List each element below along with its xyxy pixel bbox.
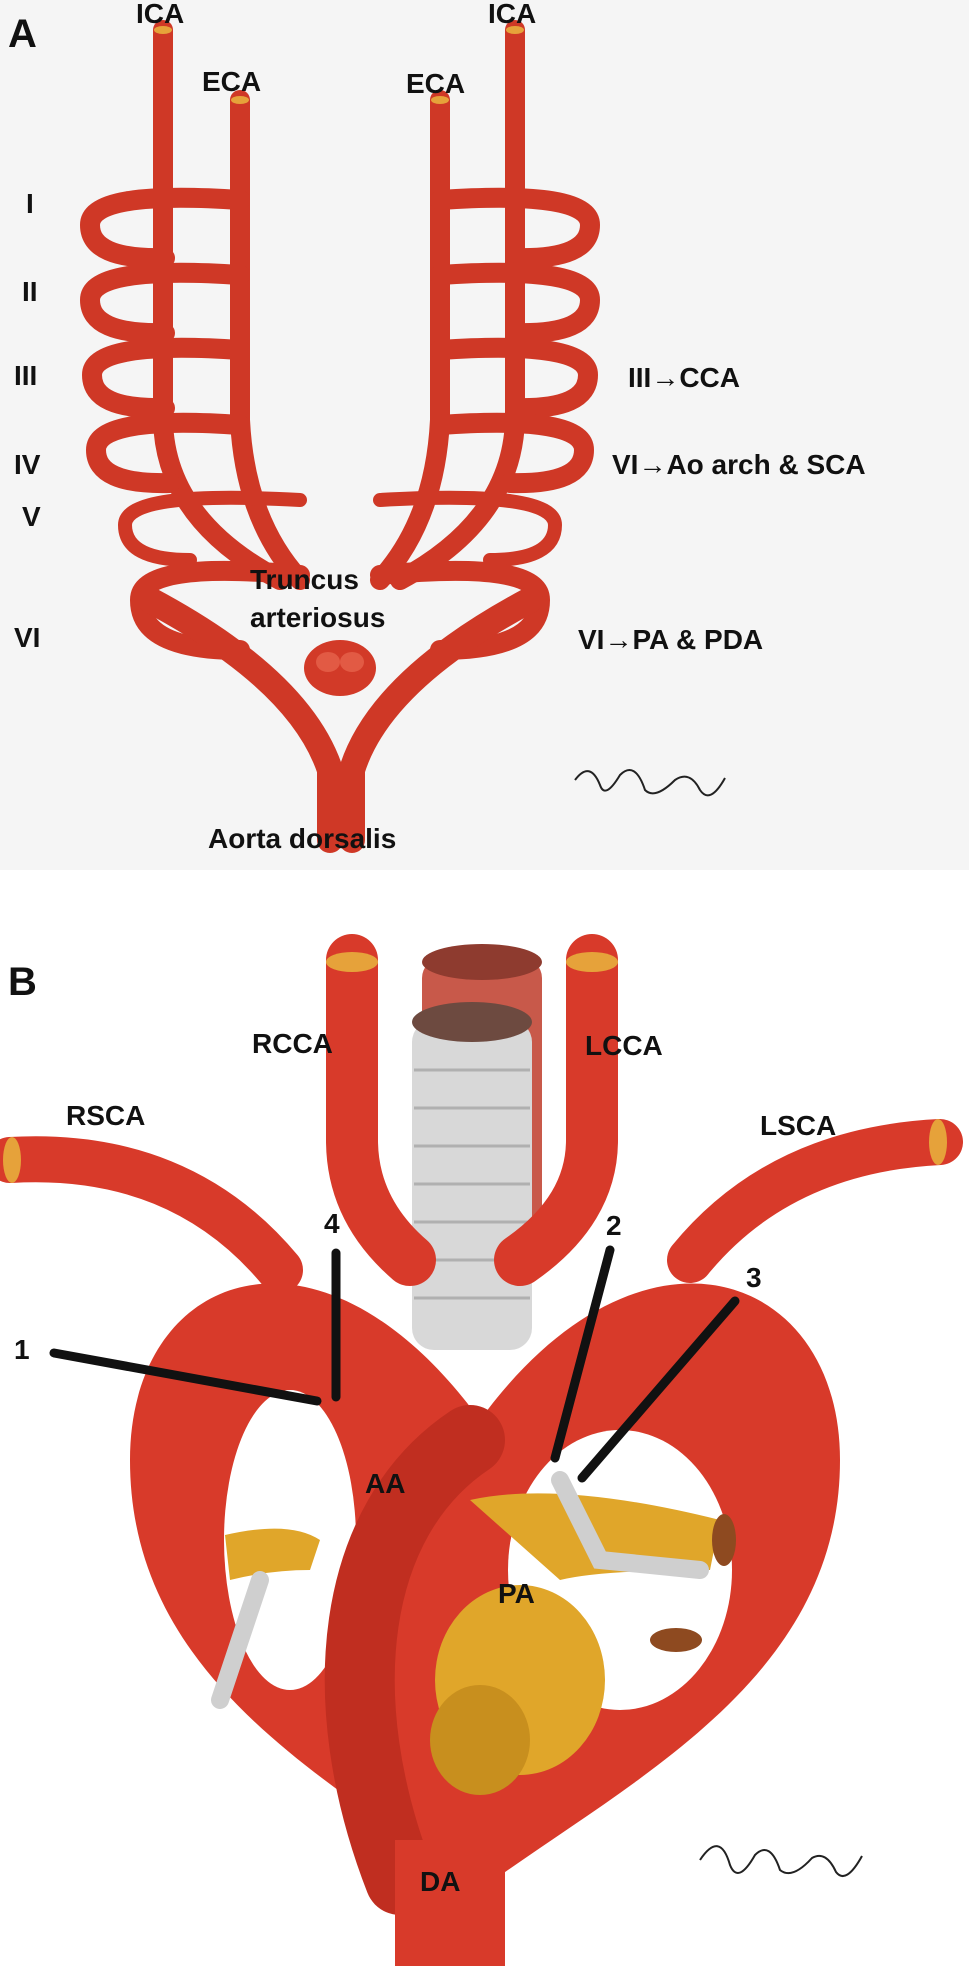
ica-left-label: ICA	[136, 0, 185, 29]
arch-numeral-2: II	[22, 276, 38, 307]
arch-5-left	[117, 490, 307, 567]
arch-3-left	[81, 337, 250, 419]
descending-aorta	[395, 1840, 505, 1966]
pointer-line-3	[577, 1296, 740, 1483]
panel-a: A ICA ICA ECA ECA I II III IV V VI Trunc…	[0, 0, 969, 870]
arch-2-left	[79, 262, 250, 344]
signature-a	[574, 769, 726, 797]
bronchus-right	[551, 1471, 709, 1579]
rsca-label: RSCA	[66, 1100, 146, 1131]
bronchus-left	[211, 1571, 269, 1709]
arch-4-left	[85, 412, 250, 494]
da-label: DA	[420, 1866, 461, 1897]
lcca-vessel	[494, 934, 618, 1286]
arch-1-right	[430, 187, 601, 269]
arch-numeral-1: I	[26, 188, 34, 219]
arch-1-left	[79, 187, 250, 269]
lsca-vessel	[667, 1119, 963, 1283]
pointer-label-3: 3	[746, 1262, 762, 1293]
arch-numeral-4: IV	[14, 449, 41, 480]
aortic-arch-anatomy	[0, 934, 963, 1966]
arch-numeral-5: V	[22, 501, 41, 532]
panel-b-letter: B	[8, 960, 37, 1004]
arch-numeral-3: III	[14, 360, 38, 391]
arch-4-right	[430, 412, 595, 494]
pointer-label-2: 2	[606, 1210, 622, 1241]
panel-b: B RCCA LCCA RSCA LSCA AA PA DA 1 2 3 4	[0, 880, 969, 1966]
rsca-vessel	[0, 1136, 303, 1293]
arch-2-right	[430, 262, 601, 344]
aorta-dorsalis-label: Aorta dorsalis	[208, 823, 397, 854]
truncus-label-line2: arteriosus	[250, 602, 386, 633]
pharyngeal-arch-diagram	[79, 20, 726, 853]
eca-right-label: ECA	[406, 68, 466, 99]
signature-b	[699, 1845, 863, 1877]
fate-arch-4: VI→Ao arch & SCA	[612, 449, 866, 480]
truncus-label-line1: Truncus	[250, 564, 359, 595]
fate-arch-6: VI→PA & PDA	[578, 624, 764, 655]
trachea	[412, 1002, 532, 1350]
ica-right-label: ICA	[488, 0, 537, 29]
arch-3-right	[430, 337, 599, 419]
eca-left-label: ECA	[202, 66, 262, 97]
rcca-vessel	[326, 934, 436, 1286]
pa-label: PA	[498, 1578, 535, 1609]
pointer-line-1	[49, 1348, 322, 1406]
eca-right-vessel	[370, 90, 450, 590]
pointer-label-1: 1	[14, 1334, 30, 1365]
panel-a-letter: A	[8, 12, 37, 56]
truncus-bulb	[304, 640, 376, 696]
pointer-line-2	[550, 1245, 615, 1463]
lsca-label: LSCA	[760, 1110, 837, 1141]
ascending-aorta	[324, 1405, 505, 1915]
dorsal-aorta-left	[137, 587, 343, 853]
lcca-label: LCCA	[585, 1030, 663, 1061]
eca-left-vessel	[230, 90, 310, 590]
pointer-label-4: 4	[324, 1208, 340, 1239]
aa-label: AA	[365, 1468, 406, 1499]
arch-numeral-6: VI	[14, 622, 41, 653]
fate-arch-3: III→CCA	[628, 362, 740, 393]
rcca-label: RCCA	[252, 1028, 333, 1059]
dorsal-aorta-right	[339, 587, 543, 853]
arch-5-right	[373, 490, 563, 567]
